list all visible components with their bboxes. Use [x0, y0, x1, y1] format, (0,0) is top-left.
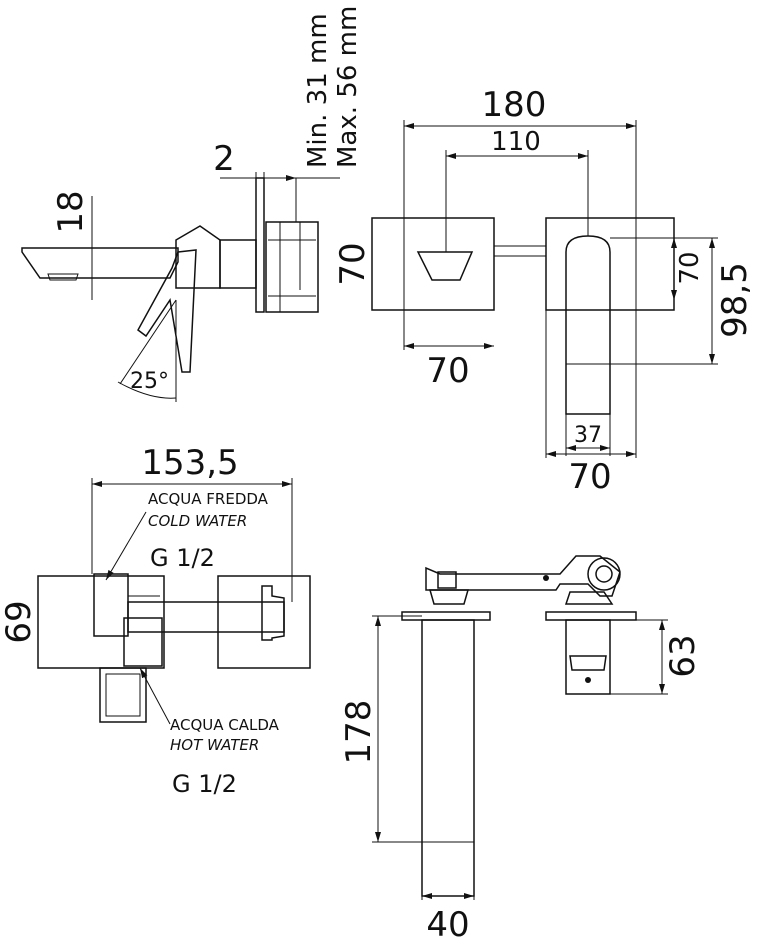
- front-view: 180 110 70 70 70 98,5 37 70: [333, 85, 755, 497]
- mixer-body: [175, 225, 221, 289]
- dim-wall-max: Max. 56 mm: [333, 6, 363, 168]
- plan-right-plate: [217, 575, 311, 669]
- cold-thread: G 1/2: [150, 544, 215, 572]
- cartridge-box: [265, 221, 319, 313]
- cold-label-en: COLD WATER: [148, 512, 247, 530]
- plan-view: 153,5 69 ACQUA FREDDA COLD WATER G 1/2 A…: [0, 443, 311, 798]
- dim-plate-height: 70: [333, 242, 373, 285]
- cold-label-it: ACQUA FREDDA: [148, 490, 269, 508]
- left-plate: [371, 217, 495, 311]
- lever: [137, 249, 197, 373]
- dim-spout-height: 18: [51, 190, 91, 233]
- hot-label-en: HOT WATER: [170, 736, 259, 754]
- dim-depth: 153,5: [141, 443, 238, 483]
- dim-wall-min: Min. 31 mm: [303, 13, 333, 168]
- dim-total-height: 98,5: [715, 262, 755, 338]
- dim-cartridge-height: 63: [663, 634, 703, 677]
- mixer-body-column: [421, 619, 475, 897]
- dim-plan-height: 69: [0, 600, 39, 643]
- dim-body-height: 178: [339, 700, 379, 765]
- body-right-plate: [545, 611, 637, 621]
- spout-outline: [21, 247, 179, 279]
- side-view: 18 2 Min. 31 mm Max. 56 mm 25°: [21, 6, 363, 402]
- dim-right-plate-width: 70: [568, 457, 611, 497]
- dim-center-distance: 110: [491, 127, 541, 157]
- hot-label-it: ACQUA CALDA: [170, 716, 280, 734]
- cartridge: [565, 619, 611, 695]
- dim-overall-width: 180: [482, 85, 547, 125]
- hot-thread: G 1/2: [172, 770, 237, 798]
- plan-left-plate: [37, 575, 165, 669]
- dim-lever-width: 37: [574, 423, 602, 448]
- dim-lever-height: 70: [675, 251, 705, 284]
- dim-left-plate-width: 70: [426, 351, 469, 391]
- front-lever: [565, 235, 611, 415]
- dim-plate-thickness: 2: [213, 139, 235, 179]
- wall-plate: [255, 177, 265, 313]
- dim-lever-angle: 25°: [130, 369, 169, 394]
- dim-body-width: 40: [426, 905, 469, 945]
- body-view: 178 63 40: [339, 555, 703, 945]
